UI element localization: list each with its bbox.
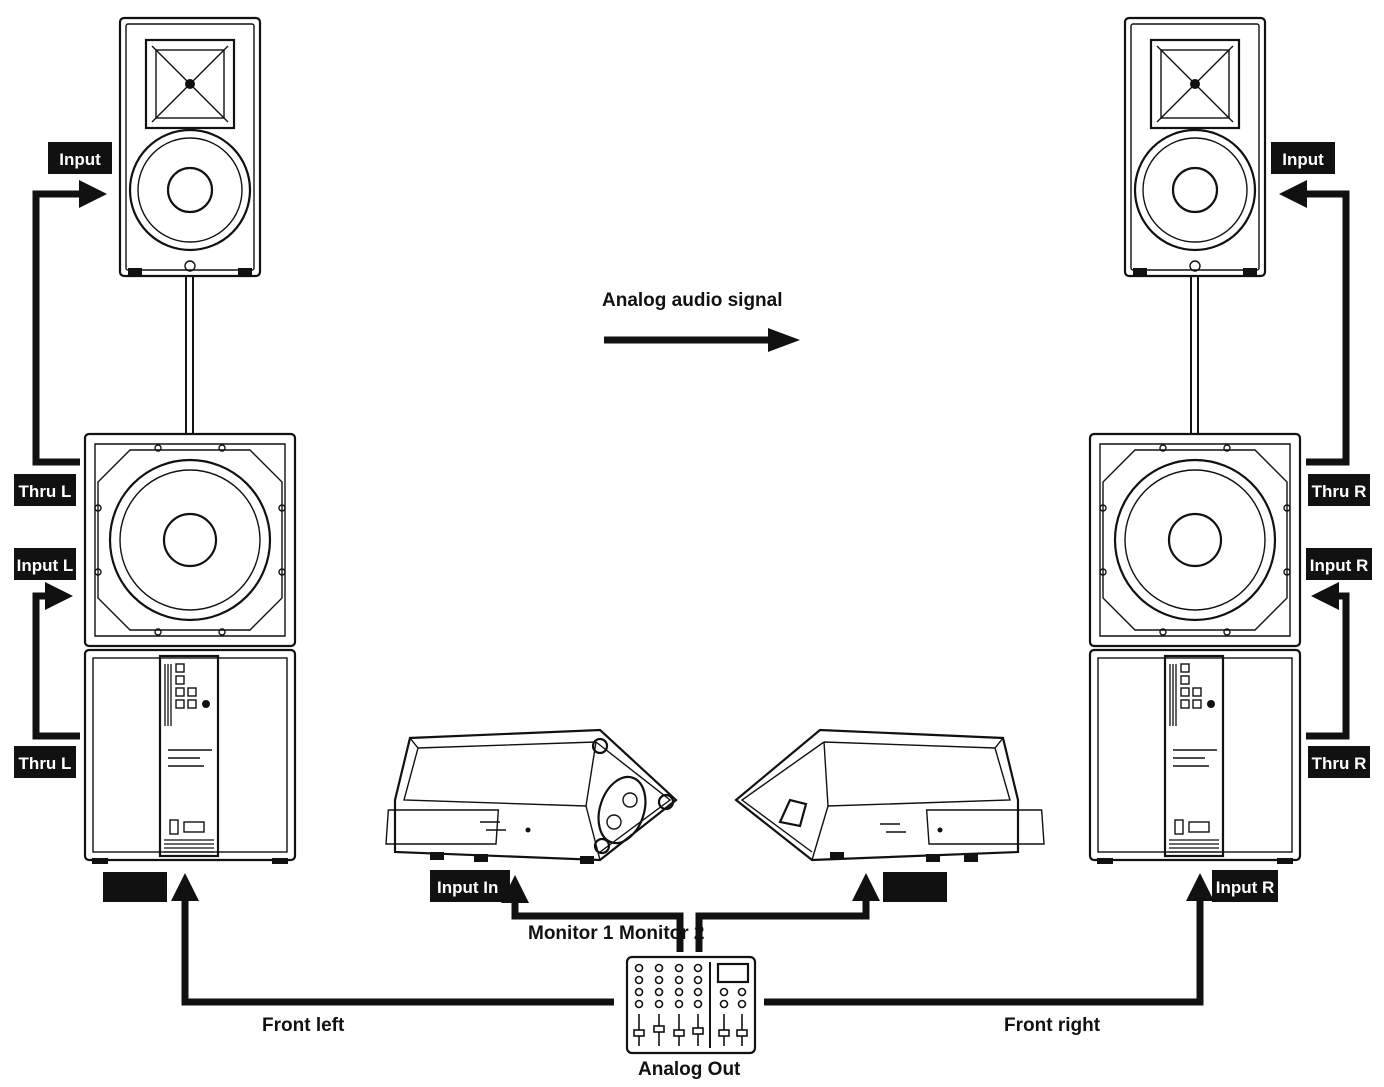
tag-blank-right bbox=[883, 872, 947, 902]
mixer bbox=[625, 955, 757, 1055]
svg-text:Thru L: Thru L bbox=[19, 482, 72, 501]
floor-monitor-right bbox=[734, 728, 1045, 862]
svg-text:Input: Input bbox=[59, 150, 101, 169]
analog-out-label: Analog Out bbox=[638, 1059, 741, 1080]
tag-blank-left bbox=[103, 872, 167, 902]
svg-text:Thru L: Thru L bbox=[19, 754, 72, 773]
svg-text:Input R: Input R bbox=[1310, 556, 1369, 575]
tag-thru-l-lower: Thru L bbox=[14, 746, 76, 778]
tag-thru-l-upper: Thru L bbox=[14, 474, 76, 506]
floor-monitor-left bbox=[385, 728, 678, 864]
svg-text:Thru R: Thru R bbox=[1312, 754, 1367, 773]
tag-thru-r-lower: Thru R bbox=[1308, 746, 1370, 778]
subwoofer-right-lower bbox=[1088, 648, 1302, 864]
top-speaker-left bbox=[118, 16, 262, 278]
signal-wires bbox=[32, 180, 1350, 1006]
svg-text:Input R: Input R bbox=[1216, 878, 1275, 897]
tag-input-r-mid: Input R bbox=[1306, 548, 1372, 580]
subwoofer-left-upper bbox=[83, 432, 297, 648]
subwoofer-right-upper bbox=[1088, 432, 1302, 648]
tag-thru-r-upper: Thru R bbox=[1308, 474, 1370, 506]
front-left-label: Front left bbox=[262, 1015, 345, 1036]
svg-text:Input: Input bbox=[1282, 150, 1324, 169]
pole-right bbox=[1190, 276, 1199, 434]
tag-input-l: Input L bbox=[14, 548, 76, 580]
legend-title: Analog audio signal bbox=[602, 290, 783, 311]
pole-left bbox=[185, 276, 194, 434]
svg-text:Input L: Input L bbox=[17, 556, 74, 575]
top-speaker-right bbox=[1123, 16, 1267, 278]
monitor-1-label: Monitor 1 bbox=[528, 923, 614, 944]
svg-text:Thru R: Thru R bbox=[1312, 482, 1367, 501]
tag-top-left-input: Input bbox=[48, 142, 112, 174]
svg-text:Input In: Input In bbox=[437, 878, 498, 897]
tag-input-r-bottom: Input R bbox=[1212, 870, 1278, 902]
monitor-2-label: Monitor 2 bbox=[619, 923, 705, 944]
signal-legend: Analog audio signal bbox=[602, 290, 800, 352]
subwoofer-left-lower bbox=[83, 648, 297, 864]
tag-monitor-input-left: Input In bbox=[430, 870, 510, 902]
front-right-label: Front right bbox=[1004, 1015, 1101, 1036]
tag-top-right-input: Input bbox=[1271, 142, 1335, 174]
